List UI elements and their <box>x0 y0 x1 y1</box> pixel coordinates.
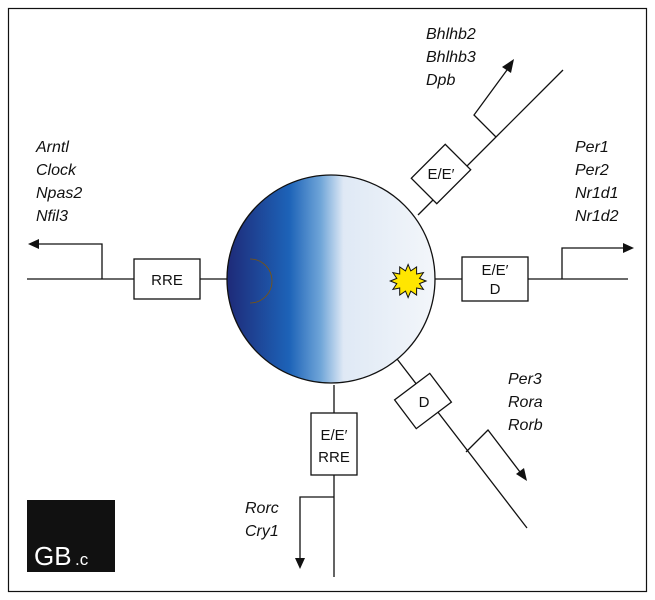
sun-icon <box>388 263 428 299</box>
element-label-d-lower-right: D <box>419 394 430 411</box>
gene-label: Rora <box>508 394 543 411</box>
arrowhead-lower-right <box>516 468 527 481</box>
arrowhead-bottom <box>295 558 305 569</box>
arrowhead-upper-right <box>502 59 514 73</box>
logo-text-big: GB <box>34 541 72 571</box>
gene-label: Per3 <box>508 371 542 388</box>
gene-label: Nr1d1 <box>575 185 619 202</box>
arrow-lower-right <box>465 429 521 473</box>
element-box-d-lower-right <box>393 372 453 430</box>
logo-text-small: .c <box>75 550 89 569</box>
element-label-d-right: D <box>490 281 501 298</box>
element-label-rre-left: RRE <box>151 272 183 289</box>
gene-label: Rorb <box>508 417 543 434</box>
gb-logo: GB .c <box>27 500 115 572</box>
arrowhead-left <box>28 239 39 249</box>
branch-bottom: E/E′ RRE Rorc Cry1 <box>245 385 358 577</box>
gene-label: Per2 <box>575 162 609 179</box>
element-box-e-rre-bottom <box>310 412 358 476</box>
branch-left: RRE Arntl Clock Npas2 Nfil3 <box>27 139 229 300</box>
gene-label: Per1 <box>575 139 609 156</box>
element-box-e-upper-right <box>410 143 472 205</box>
clock-circle <box>226 174 436 384</box>
gene-label: Bhlhb3 <box>426 49 476 66</box>
arrowhead-right <box>623 243 634 253</box>
element-label-e-right: E/E′ <box>482 262 509 279</box>
logo-background <box>27 500 115 572</box>
element-label-rre-bottom: RRE <box>318 449 350 466</box>
crescent-moon-icon <box>249 258 273 304</box>
arrow-right <box>561 247 625 279</box>
element-label-e-bottom: E/E′ <box>321 427 348 444</box>
element-box-rre-left <box>133 258 201 300</box>
branch-upper-right: E/E′ Bhlhb2 Bhlhb3 Dpb <box>410 26 564 216</box>
arrow-upper-right <box>473 69 508 138</box>
gene-label: Dpb <box>426 72 455 89</box>
branch-lower-right: D Per3 Rora Rorb <box>393 354 543 529</box>
gene-label: Cry1 <box>245 523 279 540</box>
element-label-e-upper-right: E/E′ <box>428 166 455 183</box>
element-box-ed-right <box>461 256 529 302</box>
gene-label: Clock <box>36 162 77 179</box>
gene-label: Nr1d2 <box>575 208 619 225</box>
branch-right: E/E′ D Per1 Per2 Nr1d1 Nr1d2 <box>432 139 634 302</box>
gene-label: Arntl <box>35 139 69 156</box>
gene-label: Rorc <box>245 500 279 517</box>
gene-label: Bhlhb2 <box>426 26 476 43</box>
arrow-bottom <box>299 496 334 560</box>
gene-label: Npas2 <box>36 185 82 202</box>
gene-label: Nfil3 <box>36 208 68 225</box>
arrow-left <box>37 243 103 279</box>
